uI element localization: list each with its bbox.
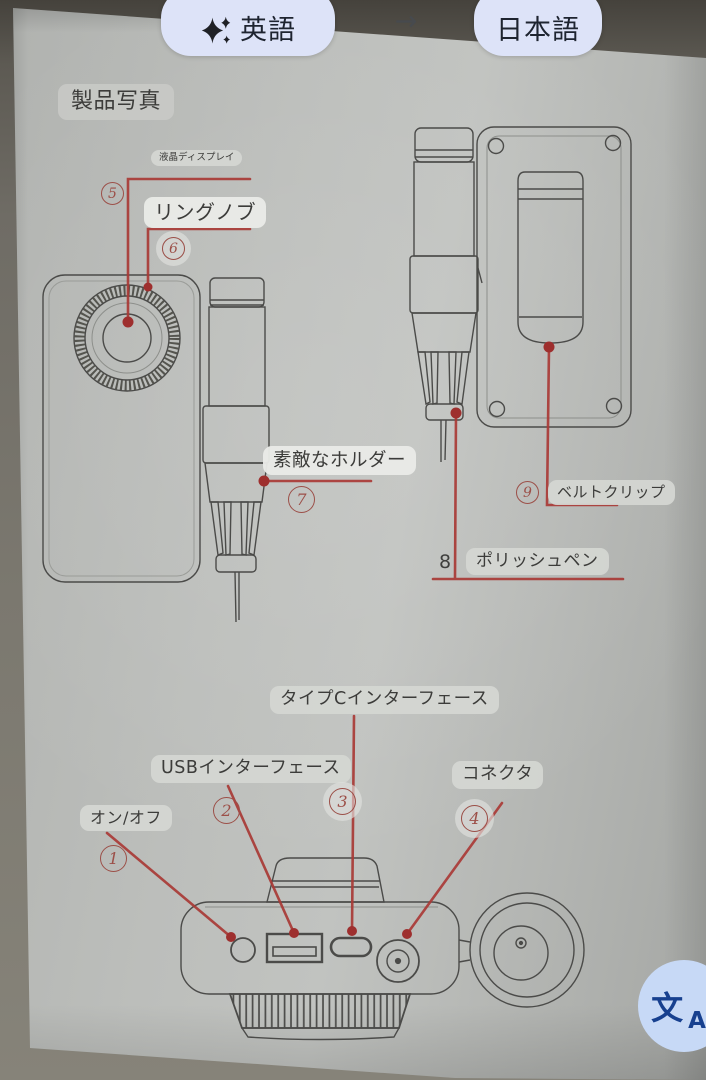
arrow-icon: → [394,6,418,37]
target-language-label: 日本語 [496,15,580,46]
belt-clip-case-drawing [476,126,632,428]
device-top-view-drawing [180,857,585,1041]
label-ring-knob: リングノブ [144,197,267,228]
part-number-1: 1 [100,845,127,872]
label-lcd-display: 液晶ディスプレイ [151,150,243,166]
pen-standing-drawing [409,127,483,462]
part-number-6: 6 [162,237,185,260]
part-number-2: 2 [213,797,240,824]
label-connector: コネクタ [452,761,544,789]
label-type-c-interface: タイプCインターフェース [270,686,499,714]
source-language-button[interactable]: 英語 [161,0,335,56]
part-number-8: 8 [439,551,452,573]
section-title: 製品写真 [58,84,175,120]
part-number-9: 9 [516,481,539,504]
part-number-3: 3 [329,788,356,815]
label-holder: 素敵なホルダー [263,446,417,476]
sparkle-icon [201,16,231,44]
part-number-7: 7 [288,486,315,513]
part-number-4: 4 [461,805,488,832]
label-usb-interface: USBインターフェース [151,755,351,783]
label-polish-pen: ポリッシュペン [466,548,609,576]
label-belt-clip: ベルトクリップ [548,480,675,505]
label-on-off: オン/オフ [80,805,172,831]
device-front-drawing [42,274,270,623]
annotation-dots [122,282,555,942]
target-language-button[interactable]: 日本語 [474,0,602,56]
part-number-5: 5 [101,182,124,205]
source-language-label: 英語 [240,15,296,46]
